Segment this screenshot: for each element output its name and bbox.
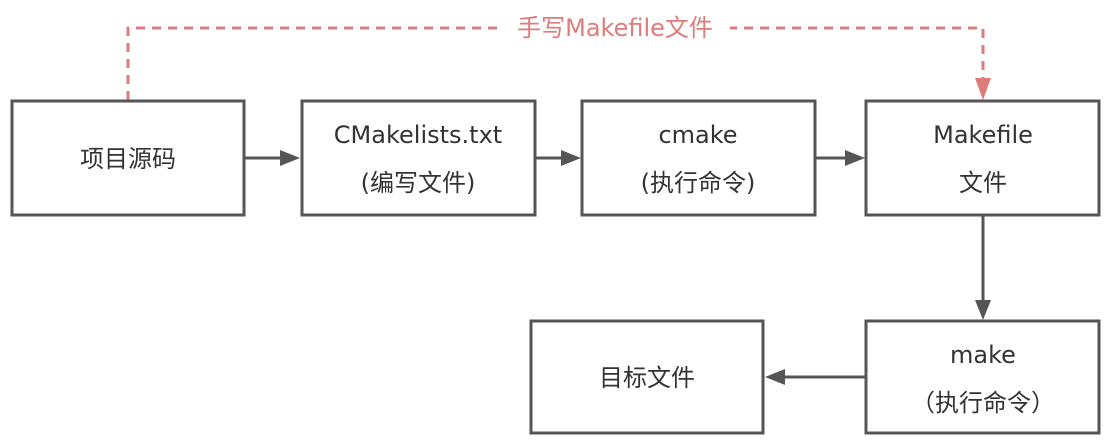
- edge-cmake-to-makefile: [815, 150, 865, 166]
- node-source-code: 项目源码: [10, 99, 246, 217]
- node-label-line: 项目源码: [80, 145, 176, 173]
- handwritten-makefile-edge: 手写Makefile文件: [126, 8, 991, 100]
- node-box: [529, 319, 765, 435]
- edge-source-to-cmakelists: [244, 150, 300, 166]
- arrowhead-icon: [765, 369, 785, 385]
- arrowhead-icon: [845, 150, 865, 166]
- edge-makefile-to-make: [975, 216, 991, 320]
- arrowhead-icon: [975, 300, 991, 320]
- arrowhead-icon: [280, 150, 300, 166]
- solid-edges: [244, 150, 991, 385]
- node-cmake: cmake (执行命令): [580, 99, 817, 217]
- node-box: [864, 99, 1101, 217]
- edge-cmakelists-to-cmake: [535, 150, 581, 166]
- edge-make-to-target: [765, 369, 865, 385]
- node-box: [300, 99, 537, 217]
- handwritten-label-background: [500, 8, 730, 46]
- node-label-line: Makefile: [933, 121, 1033, 149]
- node-label-line: 目标文件: [599, 364, 695, 392]
- node-label-line: make: [950, 341, 1016, 369]
- node-label-line: (编写文件): [361, 169, 476, 197]
- node-makefile: Makefile 文件: [864, 99, 1101, 217]
- node-label-line: （执行命令）: [911, 389, 1055, 417]
- node-target: 目标文件: [529, 319, 765, 435]
- node-box: [864, 319, 1101, 435]
- node-label-line: CMakelists.txt: [334, 121, 502, 149]
- handwritten-label: 手写Makefile文件: [517, 14, 713, 42]
- node-label-line: 文件: [959, 169, 1007, 197]
- node-box: [10, 99, 246, 217]
- node-make: make （执行命令）: [864, 319, 1101, 435]
- node-label-line: cmake: [658, 121, 737, 149]
- node-label-line: (执行命令): [641, 169, 756, 197]
- arrowhead-icon: [561, 150, 581, 166]
- node-cmakelists: CMakelists.txt (编写文件): [300, 99, 537, 217]
- handwritten-arrowhead-icon: [975, 78, 991, 100]
- node-box: [580, 99, 817, 217]
